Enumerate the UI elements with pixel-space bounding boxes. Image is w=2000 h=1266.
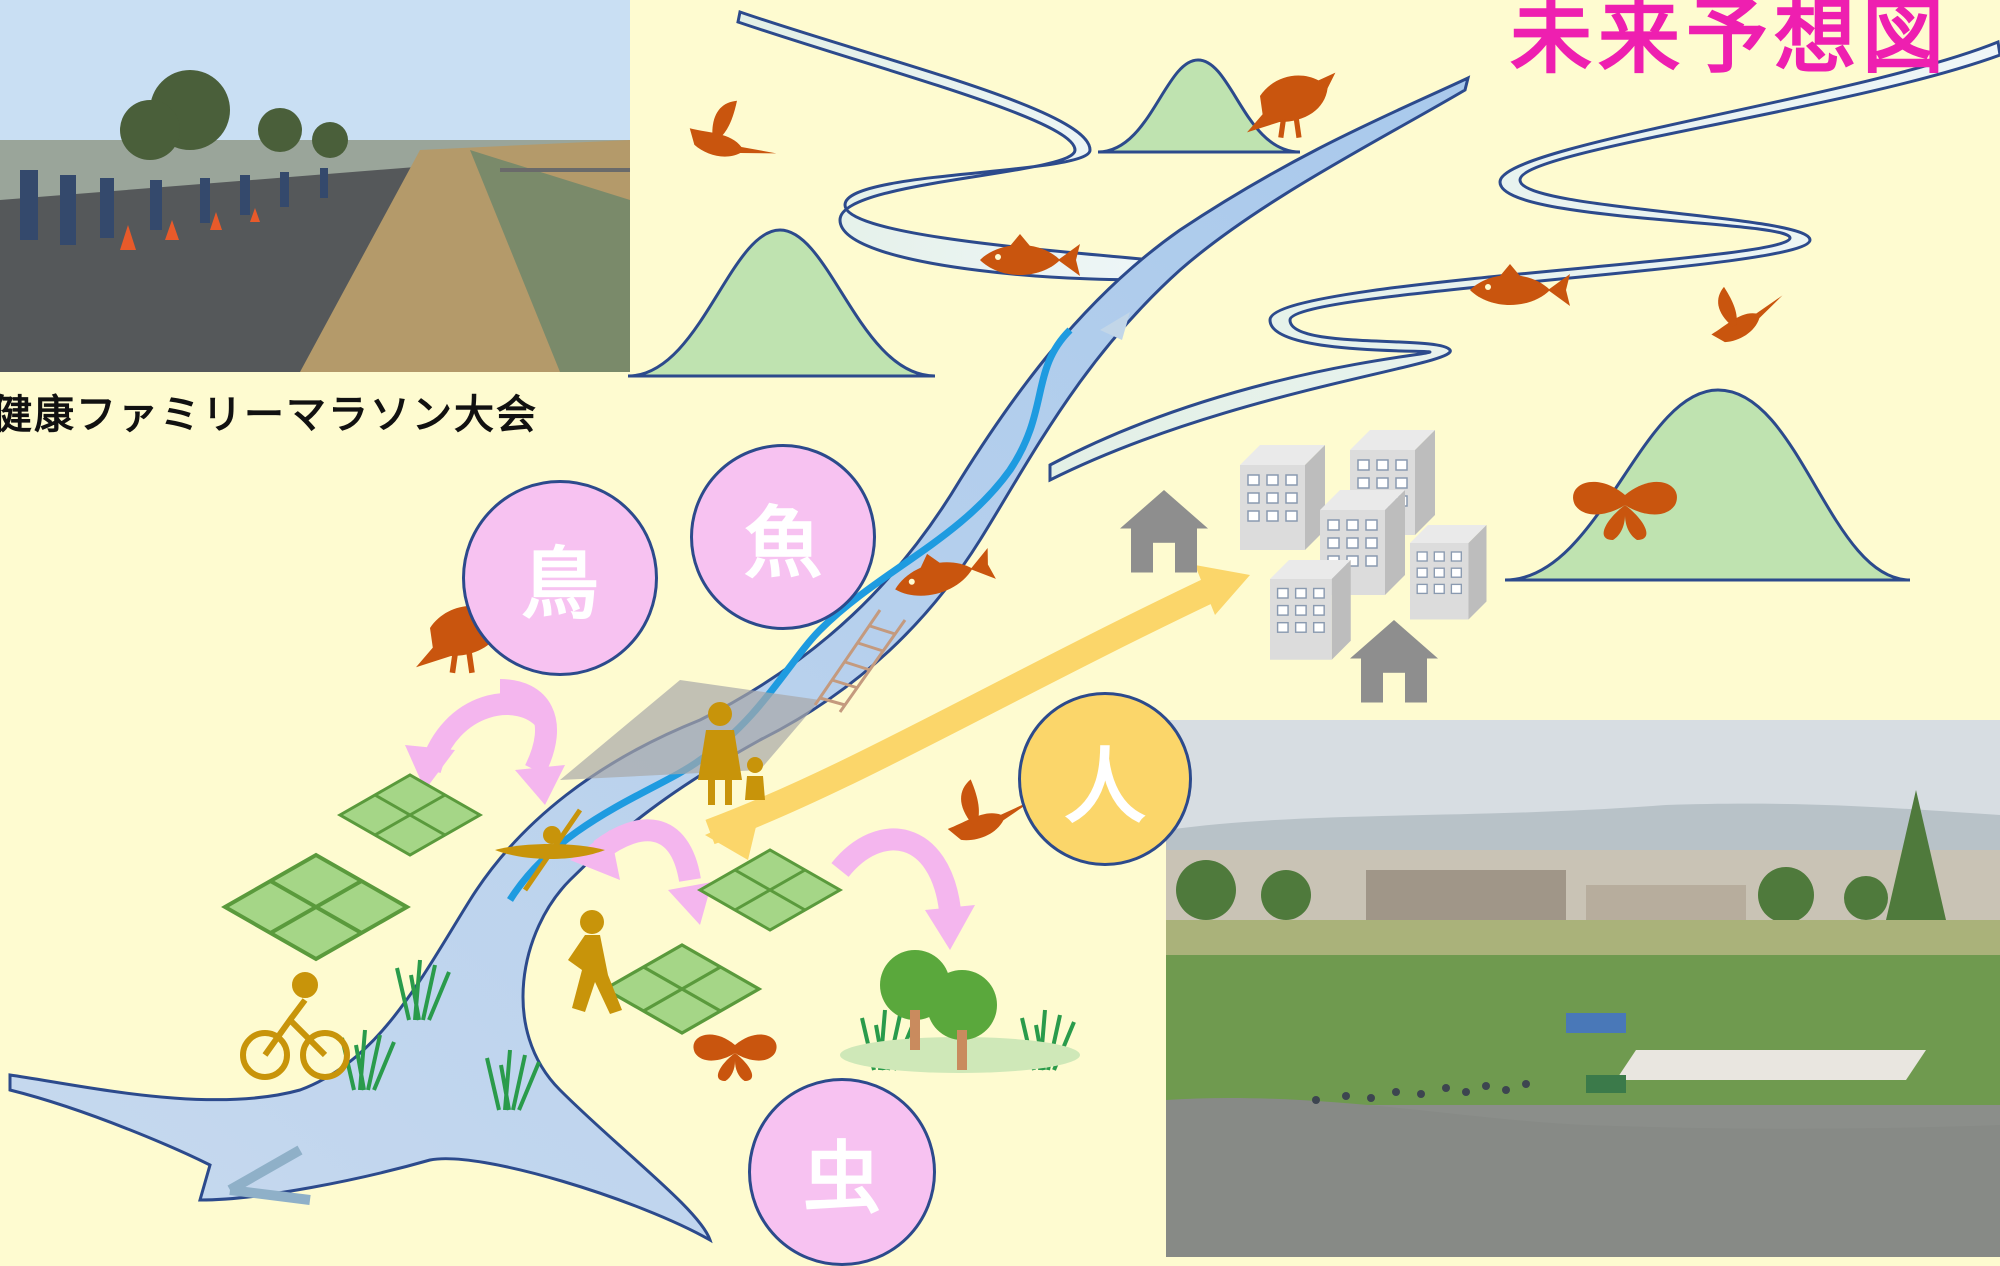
paddy-field-3 (698, 848, 842, 932)
riverside-event-photo (1166, 720, 2000, 1257)
paddy-field-1 (338, 773, 482, 857)
bird-icon (1247, 73, 1335, 138)
mountain-left (627, 228, 936, 378)
circle-human: 人 (1018, 692, 1192, 866)
tributary-right (1048, 39, 2000, 483)
human-arrow (705, 565, 1250, 860)
diagram-title: 未来予想図 (1509, 0, 1950, 85)
cyclist-icon (240, 972, 350, 1080)
circle-fish: 魚 (690, 444, 876, 630)
hiker-icon (568, 910, 622, 1014)
hummingbird-icon (683, 88, 789, 176)
marathon-caption: 健康ファミリーマラソン大会 (0, 392, 538, 438)
pink-arrows (419, 679, 961, 912)
tree-cluster (840, 950, 1080, 1073)
building-icon (1239, 444, 1326, 551)
fish-ladder (813, 609, 907, 713)
pink-arrowheads (405, 745, 975, 950)
paddy-field-2 (223, 853, 409, 961)
paddy-field-4 (603, 943, 761, 1035)
circle-bird: 鳥 (462, 480, 658, 676)
butterfly-icon (693, 1034, 777, 1081)
family-walk-icon (698, 702, 765, 805)
house-icon (1120, 490, 1208, 573)
mountain-right (1504, 388, 1911, 582)
marathon-photo (0, 0, 630, 372)
building-icon (1269, 559, 1352, 661)
building-icon (1409, 524, 1488, 621)
kayak-icon (495, 808, 605, 892)
mountain-top (1097, 58, 1301, 154)
circle-insect: 虫 (748, 1078, 936, 1266)
main-river (8, 75, 1471, 1244)
house-icon (1350, 620, 1438, 703)
hummingbird-icon (1695, 265, 1792, 349)
